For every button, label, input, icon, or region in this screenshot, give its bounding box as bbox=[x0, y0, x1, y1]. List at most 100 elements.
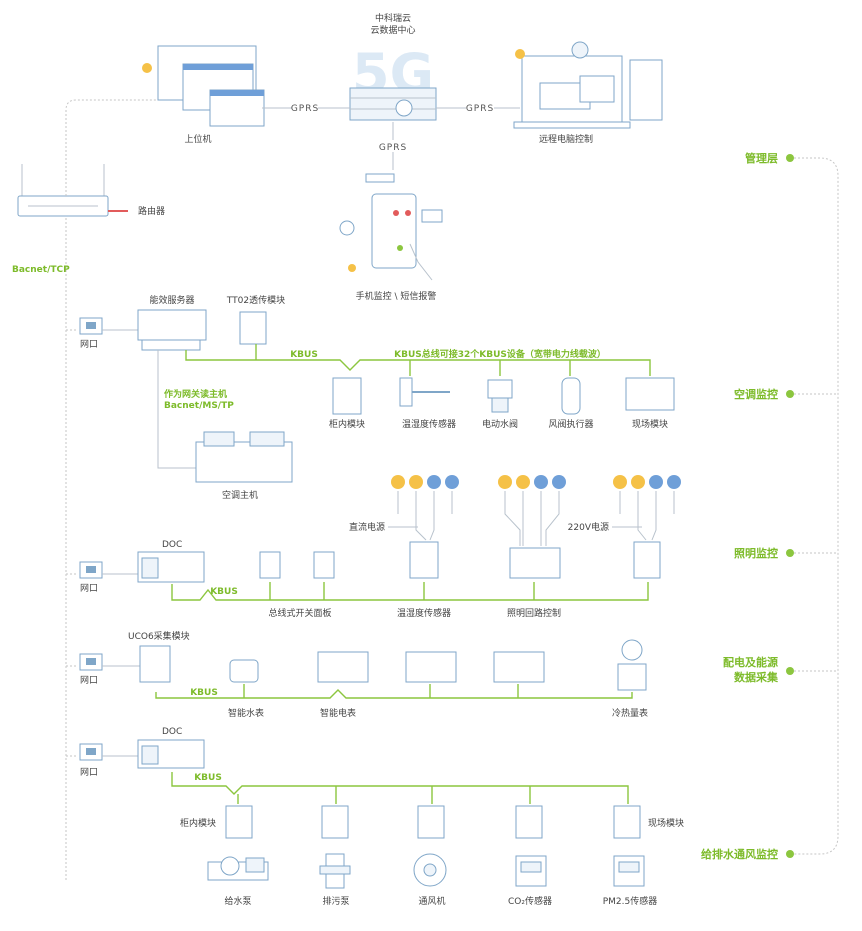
water-port-label: 网口 bbox=[80, 767, 98, 778]
hvac-humidity-sensor[interactable]: 温湿度传感器 bbox=[399, 377, 456, 430]
sensor-module-icon[interactable] bbox=[409, 541, 439, 579]
co2-sensor[interactable]: CO₂传感器 bbox=[508, 855, 552, 907]
router-label: 路由器 bbox=[138, 205, 165, 217]
switch-panel-label: 总线式开关面板 bbox=[268, 607, 331, 619]
power-port-label: 网口 bbox=[80, 675, 98, 686]
gateway-label-2: Bacnet/MS/TP bbox=[164, 401, 234, 411]
hvac-device-label: 柜内模块 bbox=[329, 418, 365, 430]
module-icon[interactable] bbox=[515, 805, 543, 839]
sewage-pump[interactable]: 排污泵 bbox=[319, 853, 351, 907]
bulb-icon bbox=[667, 475, 681, 489]
heat-meter-icon[interactable] bbox=[621, 639, 643, 661]
water-doc-label: DOC bbox=[162, 727, 182, 737]
tt02-module-icon[interactable] bbox=[239, 311, 267, 345]
hvac-section: 网口 能效服务器 TT02透传模块 KBUS KBUS总线可接32个KBUS设备… bbox=[79, 294, 675, 501]
bulb-icon bbox=[649, 475, 663, 489]
hand-icon bbox=[409, 243, 433, 281]
layer-management-label: 管理层 bbox=[745, 151, 778, 165]
globe-icon bbox=[339, 220, 355, 236]
layer-power[interactable]: 配电及能源 数据采集 bbox=[723, 655, 794, 684]
module-icon[interactable] bbox=[225, 805, 253, 839]
bacnet-tcp-label: Bacnet/TCP bbox=[12, 265, 70, 275]
ac-module-icon[interactable] bbox=[633, 541, 661, 579]
phone-icon bbox=[371, 193, 417, 269]
hvac-port-label: 网口 bbox=[80, 339, 98, 350]
layer-hvac[interactable]: 空调监控 bbox=[734, 387, 794, 401]
bulb-icon bbox=[445, 475, 459, 489]
switch-panel-icon[interactable] bbox=[313, 551, 335, 579]
layer-water[interactable]: 给排水通风监控 bbox=[701, 847, 794, 861]
bulb-icon bbox=[409, 475, 423, 489]
lighting-circuit-icon[interactable] bbox=[509, 547, 561, 579]
router[interactable]: 路由器 bbox=[17, 164, 165, 217]
lighting-circuit-label: 照明回路控制 bbox=[507, 607, 561, 619]
pm25-sensor[interactable]: PM2.5传感器 bbox=[603, 855, 658, 907]
cloud-name: 中科瑞云 bbox=[375, 12, 411, 24]
layer-lighting[interactable]: 照明监控 bbox=[734, 546, 794, 560]
upper-pc[interactable]: 上位机 bbox=[142, 45, 265, 145]
water-section: 网口 DOC KBUS 柜内模块 现场模块 给水泵 排污泵 bbox=[79, 727, 684, 907]
module-icon[interactable] bbox=[417, 805, 445, 839]
chiller-label: 空调主机 bbox=[222, 489, 258, 501]
layer-management[interactable]: 管理层 bbox=[745, 151, 794, 165]
sensor-icon bbox=[399, 377, 413, 407]
uco6-label: UCO6采集模块 bbox=[128, 630, 190, 642]
hvac-device-label: 风阀执行器 bbox=[548, 418, 593, 430]
hvac-water-valve[interactable]: 电动水阀 bbox=[482, 379, 518, 430]
layer-water-label: 给排水通风监控 bbox=[701, 847, 778, 861]
bulb-icon bbox=[391, 475, 405, 489]
gprs-left-label: GPRS bbox=[291, 104, 319, 114]
lighting-kbus-label: KBUS bbox=[210, 587, 238, 597]
water-device-label: CO₂传感器 bbox=[508, 895, 552, 907]
bulb-icon bbox=[516, 475, 530, 489]
mobile-monitor[interactable]: 手机监控 \ 短信报警 bbox=[339, 173, 443, 302]
server-rack-icon bbox=[349, 87, 437, 121]
tt02-label: TT02透传模块 bbox=[226, 294, 285, 306]
bulb-group-1 bbox=[391, 475, 459, 541]
power-meter-icon[interactable] bbox=[493, 651, 545, 683]
hvac-device-label: 现场模块 bbox=[632, 418, 668, 430]
location-pin-icon bbox=[515, 49, 525, 59]
module-icon[interactable] bbox=[613, 805, 641, 839]
power-meter-icon[interactable] bbox=[405, 651, 457, 683]
hvac-damper-actuator[interactable]: 风阀执行器 bbox=[548, 377, 594, 430]
layer-hvac-label: 空调监控 bbox=[734, 387, 778, 401]
energy-server-icon[interactable] bbox=[137, 309, 207, 341]
power-meter-icon[interactable] bbox=[317, 651, 369, 683]
globe-icon bbox=[395, 99, 413, 117]
actuator-icon bbox=[561, 377, 581, 415]
remote-pc[interactable]: 远程电脑控制 bbox=[513, 41, 663, 145]
hvac-field-module[interactable]: 现场模块 bbox=[625, 377, 675, 430]
switch-panel-icon[interactable] bbox=[259, 551, 281, 579]
bulb-group-3 bbox=[613, 475, 681, 541]
bulb-group-2 bbox=[498, 475, 566, 546]
hvac-cabinet-module[interactable]: 柜内模块 bbox=[329, 377, 365, 430]
location-pin-icon bbox=[142, 63, 152, 73]
ac-power-label: 220V电源 bbox=[568, 521, 609, 533]
lighting-section: 直流电源 220V电源 网口 DOC KBUS 总线式开关面板 温湿度传感器 照… bbox=[79, 475, 681, 619]
water-device-label: 通风机 bbox=[418, 895, 445, 907]
hvac-device-label: 温湿度传感器 bbox=[402, 418, 456, 430]
field-module-label: 现场模块 bbox=[648, 817, 684, 829]
mobile-label: 手机监控 \ 短信报警 bbox=[356, 290, 437, 302]
power-kbus-label: KBUS bbox=[190, 688, 218, 698]
remote-pc-label: 远程电脑控制 bbox=[539, 133, 593, 145]
water-kbus-label: KBUS bbox=[194, 773, 222, 783]
chiller-icon bbox=[195, 441, 293, 483]
chiller[interactable]: 空调主机 bbox=[195, 431, 293, 501]
module-icon[interactable] bbox=[321, 805, 349, 839]
dc-power-label: 直流电源 bbox=[349, 521, 385, 533]
energy-server-label: 能效服务器 bbox=[149, 294, 194, 306]
layer-power-label-2: 数据采集 bbox=[734, 670, 779, 684]
supply-pump[interactable]: 给水泵 bbox=[207, 856, 269, 907]
document-icon bbox=[629, 59, 663, 121]
cabinet-module-label: 柜内模块 bbox=[180, 817, 216, 829]
bulb-icon bbox=[498, 475, 512, 489]
hvac-kbus-note: KBUS总线可接32个KBUS设备（宽带电力线载波） bbox=[394, 348, 606, 360]
upper-pc-label: 上位机 bbox=[184, 133, 211, 145]
water-meter-icon[interactable] bbox=[229, 659, 259, 683]
uco6-module-icon[interactable] bbox=[139, 645, 171, 683]
bulb-icon bbox=[534, 475, 548, 489]
ventilation-fan[interactable]: 通风机 bbox=[413, 853, 447, 907]
